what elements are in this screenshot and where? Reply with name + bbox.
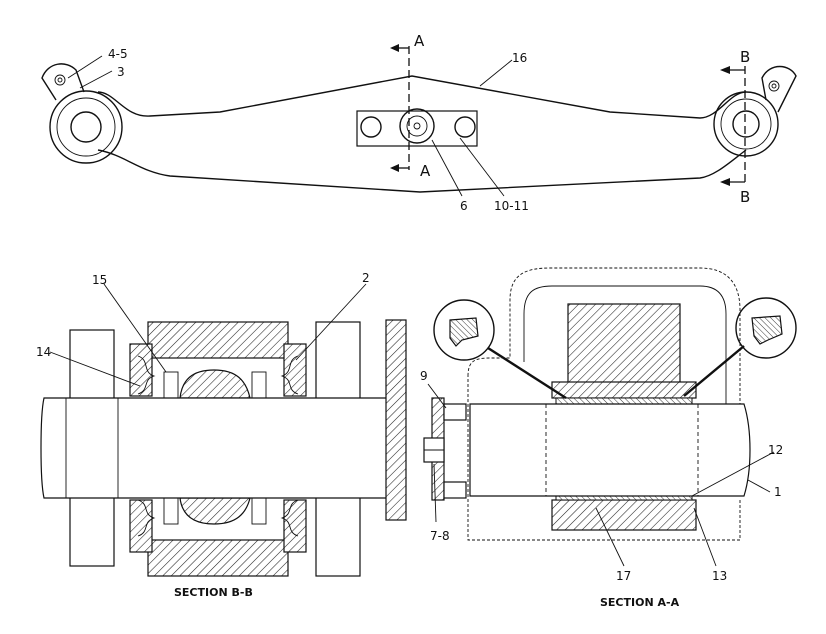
right-boss-ring — [720, 98, 772, 150]
seal-right-top — [280, 355, 299, 395]
center-plate-hole-left — [360, 116, 382, 138]
spherical-bearing-bottom — [179, 497, 251, 525]
caption-section-b: SECTION B-B — [174, 586, 253, 599]
pin-a — [469, 403, 751, 497]
center-plate-hole-right — [454, 116, 476, 138]
right-boss-outer — [713, 91, 779, 157]
section-a-a — [423, 267, 797, 567]
housing-right-flange-bottom — [283, 499, 307, 553]
left-boss-ring — [56, 97, 116, 157]
section-a-marker-top: A — [414, 32, 425, 50]
callout-3: 3 — [117, 65, 125, 79]
callout-17: 17 — [616, 569, 631, 583]
callout-15: 15 — [92, 273, 107, 287]
seal-detail-right — [735, 297, 797, 359]
section-b-b — [40, 283, 407, 577]
callout-16: 16 — [512, 51, 527, 65]
caption-section-a: SECTION A-A — [600, 596, 680, 609]
center-pin — [399, 108, 435, 144]
housing-top — [147, 321, 289, 359]
seal-left-top — [137, 355, 156, 395]
section-b-marker-top: B — [740, 48, 750, 66]
callout-10-11: 10-11 — [494, 199, 529, 213]
callout-4-5: 4-5 — [108, 47, 128, 61]
right-boss-bore — [732, 110, 760, 138]
callout-9: 9 — [420, 369, 428, 383]
seal-right-bottom — [280, 499, 299, 537]
center-plate — [356, 110, 478, 147]
callout-14: 14 — [36, 345, 51, 359]
callout-12: 12 — [768, 443, 783, 457]
pin-shaft — [40, 397, 389, 499]
end-plate — [385, 319, 407, 521]
housing-right-flange — [283, 343, 307, 397]
left-lug — [41, 63, 85, 101]
bearing-block-top — [567, 303, 681, 391]
left-lug-fitting — [54, 74, 66, 86]
left-boss-bore — [70, 111, 102, 143]
equalizer-bar-top-view — [41, 44, 797, 197]
section-b-marker-bottom: B — [740, 188, 750, 206]
right-lug-fitting — [768, 80, 780, 92]
seal-left-bottom — [137, 499, 156, 537]
right-lug — [761, 65, 797, 113]
callout-2: 2 — [362, 271, 370, 285]
frame-outline — [467, 267, 741, 541]
left-boss-outer — [49, 90, 123, 164]
spherical-bearing-top — [179, 369, 251, 399]
housing-bottom — [147, 539, 289, 577]
section-a-marker-bottom: A — [420, 162, 431, 180]
bearing-block-bottom — [551, 499, 697, 531]
seal-detail-left — [433, 299, 495, 361]
callout-13: 13 — [712, 569, 727, 583]
callout-6: 6 — [460, 199, 468, 213]
housing-left-flange — [129, 343, 153, 397]
callout-1: 1 — [774, 485, 782, 499]
equalizer-bar-outline — [97, 75, 747, 193]
callout-7-8: 7-8 — [430, 529, 450, 543]
bearing-block-flange — [551, 381, 697, 399]
housing-left-flange-bottom — [129, 499, 153, 553]
